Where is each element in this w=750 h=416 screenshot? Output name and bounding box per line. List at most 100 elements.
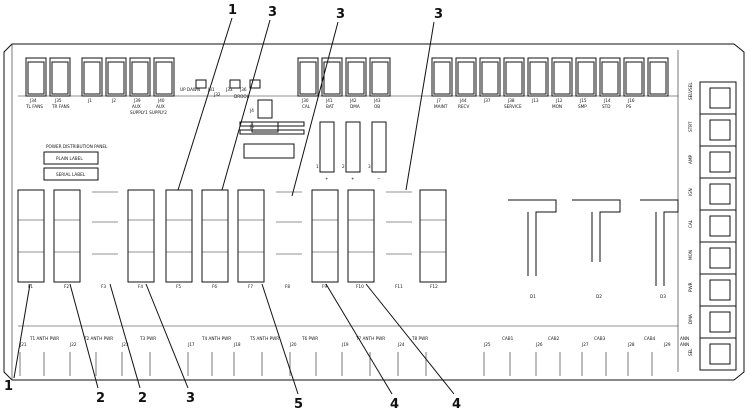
connector-label: J12 [555,98,563,103]
right-terminal-label: CAL [688,219,693,228]
battery-mark: 1 [316,164,319,169]
connector-caption: BAT [326,104,334,109]
bottom-caption: T3 PWR [139,336,156,341]
connector-caption: OB [374,104,380,109]
bottom-connector-label: J18 [233,342,241,347]
panel-title: POWER DISTRIBUTION PANEL [46,144,108,149]
fuse-holders [17,189,447,283]
connector-label: J34 [29,98,37,103]
connector-label: J35 [54,98,62,103]
connector-label: J7 [436,98,441,103]
fuse-label: F11 [395,284,403,289]
callout-leaders [13,17,455,395]
bottom-connector-label: J24 [397,342,405,347]
connector-caption: AUX [156,104,165,109]
battery-mark: + [351,176,355,181]
connector-label: J41 [325,98,333,103]
bottom-connector-label: J27 [581,342,589,347]
bottom-caption: CAB3 [594,336,606,341]
bottom-caption: T8 PWR [411,336,428,341]
connector-caption: MAINT [434,104,448,109]
fuse-label: F1 [28,284,33,289]
connector-caption: MON [552,104,562,109]
terminal-label: J36 [239,87,247,92]
bottom-caption: T6 PWR [301,336,318,341]
fuse-label: F7 [248,284,253,289]
connector-caption: STD [602,104,610,109]
right-terminal-label: DMA [688,314,693,324]
callout-number: 3 [186,391,195,406]
connector-caption: CAL [302,104,311,109]
plain-label-text: PLAIN LABEL [56,156,83,161]
connector-caption: TL FANS [25,104,43,109]
terminal-label: UP DAWN [180,87,200,92]
serial-label-text: SERIAL LABEL [56,172,86,177]
connector-caption: SMP [578,104,587,109]
callout-number: 1 [228,3,237,18]
fuse-label: F5 [176,284,181,289]
bottom-connector-label: J19 [341,342,349,347]
fuse-label: F3 [101,284,106,289]
fuse-label: F4 [138,284,143,289]
fuse-label: F6 [212,284,217,289]
right-terminal-label: SEL [688,348,693,356]
battery-mark: 2 [342,164,345,169]
callout-number: 4 [390,397,399,412]
callout-number: 3 [268,5,277,20]
bottom-connector-label: J26 [535,342,543,347]
connector-caption: PS [626,104,632,109]
bottom-connector-row: T1 ANTH PWR T2 ANTH PWR T3 PWR T4 ANTH P… [19,336,689,376]
terminal-label: J6 [249,124,254,129]
bottom-connector-label: J25 [483,342,491,347]
connector-label: J37 [483,98,491,103]
connector-label: J44 [459,98,467,103]
right-terminal-label: AMP [688,155,693,164]
fuse-label: F10 [356,284,364,289]
right-terminal-label: PWR [688,282,693,292]
callout-number: 2 [138,391,147,406]
fuse-label: F12 [430,284,438,289]
label-block: POWER DISTRIBUTION PANEL PLAIN LABEL SER… [43,144,108,181]
fuse-label: F8 [285,284,290,289]
callout-numbers: 1 3 3 3 1 2 2 3 5 4 4 [4,3,461,412]
connector-caption: TR FANS [51,104,70,109]
relay-label: D3 [660,294,666,299]
bottom-caption: T5 ANTH PWR [249,336,279,341]
connector-caption: DMA [350,104,360,109]
bottom-connector-label: ANN [680,342,689,347]
bottom-caption: CAB2 [548,336,560,341]
bottom-caption: T2 ANTH PWR [83,336,113,341]
callout-number: 4 [452,397,461,412]
connector-caption: SERVICE [504,104,522,109]
fuse-labels: F1 F2 F3 F4 F5 F6 F7 F8 F9 F10 F11 F12 [28,284,438,289]
relay-label: D1 [530,294,536,299]
terminal-label: DROOL [234,94,250,99]
terminal-label: J31 [207,87,215,92]
right-terminal-label: IGN [688,188,693,196]
callout-number: 3 [336,7,345,22]
fuse-label: F2 [64,284,69,289]
callout-number: 2 [96,391,105,406]
bottom-connector-label: J29 [663,342,671,347]
top-connector-row [25,57,669,97]
bottom-caption: CAB1 [502,336,514,341]
bottom-caption: T4 ANTH PWR [201,336,231,341]
battery-blocks: + + − 1 2 3 [316,121,387,181]
bottom-connector-label: J21 [19,342,27,347]
bottom-connector-label: J28 [627,342,635,347]
right-terminal-label: MON [688,250,693,260]
relay-label: D2 [596,294,602,299]
connector-label: J39 [133,98,141,103]
callout-number: 3 [434,7,443,22]
battery-mark: 3 [368,164,371,169]
connector-label: J14 [603,98,611,103]
serial-label-box [43,167,99,181]
connector-label: J30 [301,98,309,103]
fuse-label: F9 [322,284,327,289]
bottom-connector-label: J17 [187,342,195,347]
terminal-label: J4 [249,108,254,113]
connector-label: J15 [579,98,587,103]
bottom-connector-label: J23 [121,342,129,347]
connector-label: J40 [157,98,165,103]
